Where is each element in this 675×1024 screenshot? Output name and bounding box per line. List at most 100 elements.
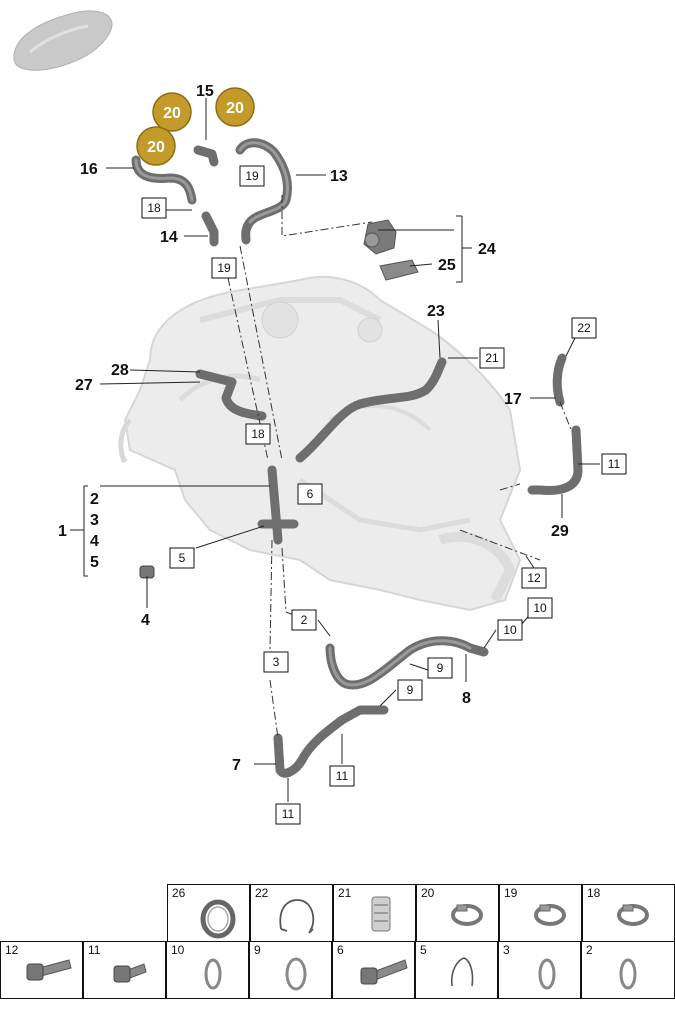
- part-cell[interactable]: 2: [581, 941, 675, 999]
- svg-text:22: 22: [577, 321, 591, 335]
- box-label: 21: [479, 347, 505, 369]
- svg-text:6: 6: [307, 487, 314, 501]
- box-label: 10: [527, 597, 553, 619]
- callout-number: 13: [330, 168, 348, 185]
- svg-text:11: 11: [608, 457, 621, 471]
- svg-text:12: 12: [527, 571, 541, 585]
- bolt-icon: [113, 963, 147, 983]
- callout-number: 28: [111, 362, 129, 379]
- highlighted-badge[interactable]: 20: [136, 126, 176, 166]
- highlight-label: 20: [147, 139, 165, 156]
- car-silhouette-icon: [13, 10, 113, 71]
- part-cell[interactable]: 20: [416, 884, 499, 942]
- retaining-clip-icon: [371, 896, 391, 932]
- coolant-system-diagram: 20 20 20 1 2 3 4 5 4 7 8 13 14 15 16 17 …: [13, 10, 627, 825]
- part-number: 10: [171, 943, 185, 957]
- highlighted-badge[interactable]: 20: [152, 92, 192, 132]
- engine-block-icon: [118, 276, 522, 612]
- callout-number: 24: [478, 241, 496, 258]
- box-label: 19: [239, 165, 265, 187]
- part-number: 3: [503, 943, 510, 957]
- callout-number: 15: [196, 83, 214, 100]
- callout-number: 4: [90, 533, 99, 550]
- water-pump-icon: [363, 219, 419, 281]
- svg-text:9: 9: [437, 661, 444, 675]
- highlighted-badge[interactable]: 20: [215, 87, 255, 127]
- part-cell[interactable]: 6: [332, 941, 415, 999]
- box-label: 11: [275, 803, 301, 825]
- callout-number: 8: [462, 690, 471, 707]
- box-label: 12: [521, 567, 547, 589]
- box-label: 5: [169, 547, 195, 569]
- part-cell[interactable]: 5: [415, 941, 498, 999]
- box-label: 18: [141, 197, 167, 219]
- hose-clamp-icon: [451, 904, 483, 926]
- box-label: 11: [601, 453, 627, 475]
- part-cell[interactable]: 19: [499, 884, 582, 942]
- part-cell[interactable]: 9: [249, 941, 332, 999]
- callout-number: 25: [438, 257, 456, 274]
- part-cell[interactable]: 21: [333, 884, 416, 942]
- callout-number: 7: [232, 757, 241, 774]
- part-number: 5: [420, 943, 427, 957]
- box-label: 9: [397, 679, 423, 701]
- box-label: 2: [291, 609, 317, 631]
- svg-text:9: 9: [407, 683, 414, 697]
- svg-text:11: 11: [336, 769, 349, 783]
- box-label: 19: [211, 257, 237, 279]
- highlight-label: 20: [163, 105, 181, 122]
- box-label: 10: [497, 619, 523, 641]
- callout-number: 14: [160, 229, 178, 246]
- part-number: 26: [172, 886, 186, 900]
- part-number: 22: [255, 886, 269, 900]
- box-label: 18: [245, 423, 271, 445]
- highlight-label: 20: [226, 100, 244, 117]
- svg-text:18: 18: [147, 201, 161, 215]
- part-cell[interactable]: 26: [167, 884, 250, 942]
- svg-text:10: 10: [533, 601, 547, 615]
- box-label: 9: [427, 657, 453, 679]
- part-number: 20: [421, 886, 435, 900]
- hose-clamp-icon: [617, 904, 649, 926]
- retaining-clip-icon: [450, 957, 474, 987]
- part-number: 21: [338, 886, 352, 900]
- part-cell[interactable]: 18: [582, 884, 675, 942]
- box-label: 22: [571, 317, 597, 339]
- callout-number: 3: [90, 512, 99, 529]
- box-label: 11: [329, 765, 355, 787]
- retaining-clip-icon: [279, 899, 315, 934]
- part-cell[interactable]: 11: [83, 941, 166, 999]
- coolant-hose-icon: [131, 138, 583, 778]
- svg-text:18: 18: [251, 427, 265, 441]
- svg-text:19: 19: [217, 261, 231, 275]
- part-number: 11: [88, 943, 101, 957]
- svg-text:5: 5: [179, 551, 186, 565]
- o-ring-icon: [204, 958, 222, 990]
- callout-number: 5: [90, 554, 99, 571]
- bolt-icon: [360, 959, 408, 985]
- svg-text:10: 10: [503, 623, 517, 637]
- callout-number: 17: [504, 391, 522, 408]
- hose-clamp-icon: [534, 904, 566, 926]
- callout-number: 16: [80, 161, 98, 178]
- gasket-ring-icon: [200, 899, 236, 939]
- bolt-icon: [26, 959, 72, 981]
- o-ring-icon: [619, 958, 637, 990]
- parts-table: 26 22 21 20 19 18 12 11 10 9 6: [0, 884, 675, 1024]
- part-cell[interactable]: 12: [0, 941, 83, 999]
- o-ring-icon: [538, 958, 556, 990]
- part-number: 18: [587, 886, 601, 900]
- part-cell[interactable]: 22: [250, 884, 333, 942]
- svg-text:21: 21: [485, 351, 499, 365]
- part-number: 6: [337, 943, 344, 957]
- box-label: 3: [263, 651, 289, 673]
- box-label: 6: [297, 483, 323, 505]
- part-cell[interactable]: 10: [166, 941, 249, 999]
- part-cell[interactable]: 3: [498, 941, 581, 999]
- callout-number: 27: [75, 377, 93, 394]
- svg-text:3: 3: [273, 655, 280, 669]
- part-number: 9: [254, 943, 261, 957]
- part-number: 12: [5, 943, 19, 957]
- callout-number: 1: [58, 523, 67, 540]
- o-ring-icon: [285, 957, 307, 991]
